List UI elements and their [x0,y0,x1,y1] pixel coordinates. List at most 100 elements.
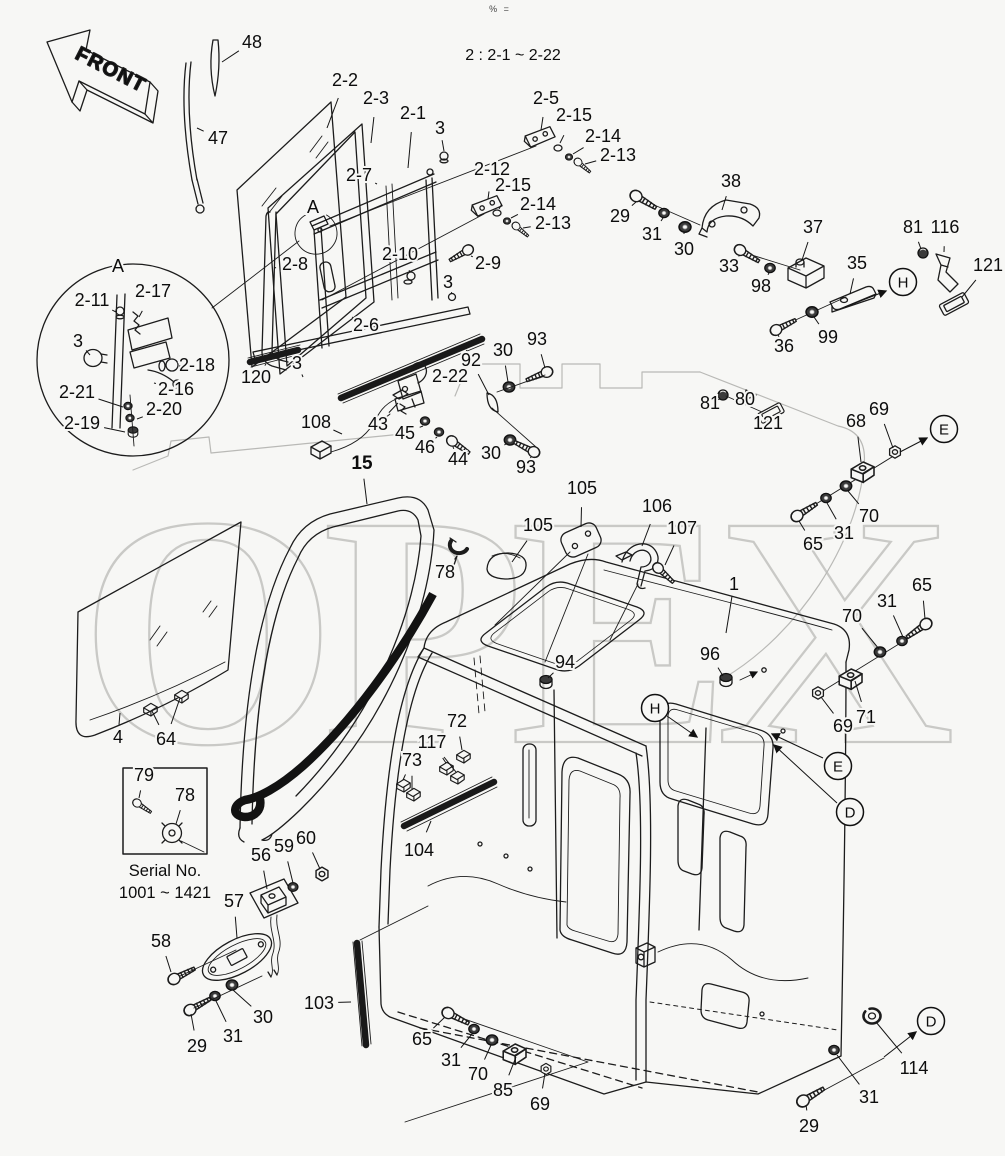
floor-mount-fasteners [404,1004,589,1123]
part-label-114: 114 [900,1058,929,1078]
part-label-29: 29 [187,1036,207,1056]
rail-2-22 [337,335,486,402]
part-label-103: 103 [304,993,334,1013]
leader-line [484,1044,492,1060]
leader-line [452,446,455,450]
part-label-94: 94 [555,652,575,672]
part-label-48: 48 [242,32,262,52]
leader-line [542,1072,546,1089]
leader-line [813,316,820,325]
part-label-A: A [112,256,124,276]
leader-line [363,478,368,505]
part-label-121: 121 [973,255,1003,275]
part-label-2-5: 2-5 [533,88,559,108]
hinge-2-12 [468,194,504,218]
part-label-30: 30 [493,340,513,360]
part-label-85: 85 [493,1080,513,1100]
page-marks: % = [489,4,511,14]
leader-line [510,213,519,219]
part-label-2-15: 2-15 [495,175,531,195]
part-label-3: 3 [73,331,83,351]
part-label-72: 72 [447,711,467,731]
leader-line [153,382,157,384]
leader-line [922,600,926,620]
part-label-59: 59 [274,836,294,856]
leader-line [777,334,780,338]
leader-line [175,809,181,825]
leader-line [540,116,544,131]
part-label-44: 44 [448,449,468,469]
view-ref-arrow [770,733,824,759]
leader-line [511,540,528,563]
pin-80 [744,389,757,401]
rails-group [246,306,486,404]
part-label-93: 93 [527,329,547,349]
part-label-1: 1 [729,574,739,594]
part-label-43: 43 [368,414,388,434]
diagram-range-title: 2 : 2-1 ~ 2-22 [465,47,561,64]
view-ref-E: E [899,414,959,453]
rear-mount-fasteners [793,1007,885,1110]
part-label-70: 70 [842,606,862,626]
leader-line [892,615,904,638]
leader-lines [85,50,977,1111]
leader-line [883,423,894,449]
part-label-2-3: 2-3 [363,88,389,108]
part-label-2-15: 2-15 [556,105,592,125]
view-ref-D: D [773,744,865,827]
part-label-47: 47 [208,128,228,148]
part-label-31: 31 [834,523,854,543]
leader-line [461,349,468,358]
part-label-78: 78 [175,785,195,805]
part-label-96: 96 [700,644,720,664]
leader-line [847,490,860,505]
leader-line [820,696,834,714]
leader-line [540,354,546,369]
leader-line [232,989,252,1007]
part-label-2-9: 2-9 [475,253,501,273]
leader-line [849,278,854,295]
leader-line [584,160,597,165]
leader-line [333,429,343,435]
leader-line [351,316,354,319]
part-label-69: 69 [530,1094,550,1114]
part-label-121: 121 [753,413,783,433]
leader-line [508,1056,517,1076]
leader-line [98,398,124,408]
part-label-106: 106 [642,496,672,516]
door-frame-15 [238,496,435,843]
leader-line [234,916,238,939]
part-label-2-13: 2-13 [600,145,636,165]
leader-line [138,790,142,799]
leader-line [487,191,490,200]
part-label-117: 117 [418,732,447,752]
part-label-2-1: 2-1 [400,103,426,123]
part-label-81: 81 [903,217,923,237]
part-label-35: 35 [847,253,867,273]
view-ref-D: D [883,1006,946,1058]
part-label-4: 4 [113,727,123,747]
part-label-31: 31 [441,1050,461,1070]
view-ref-letter: E [939,422,949,439]
leader-line [738,254,741,257]
side-mount-fasteners [788,445,935,700]
leader-line [664,545,675,566]
part-label-78: 78 [435,562,455,582]
leader-line [388,402,399,413]
leader-line [441,140,445,152]
part-label-70: 70 [468,1064,488,1084]
part-label-57: 57 [224,891,244,911]
leader-line [85,350,91,356]
leader-line [717,667,724,677]
leader-line [721,195,727,211]
part-label-2-21: 2-21 [59,382,95,402]
leader-line [454,555,458,560]
leader-line [498,204,503,210]
leader-line [857,436,862,463]
part-label-2-14: 2-14 [520,194,556,214]
wedge-92 [486,392,499,413]
part-label-79: 79 [134,765,154,785]
leader-line [443,756,457,773]
